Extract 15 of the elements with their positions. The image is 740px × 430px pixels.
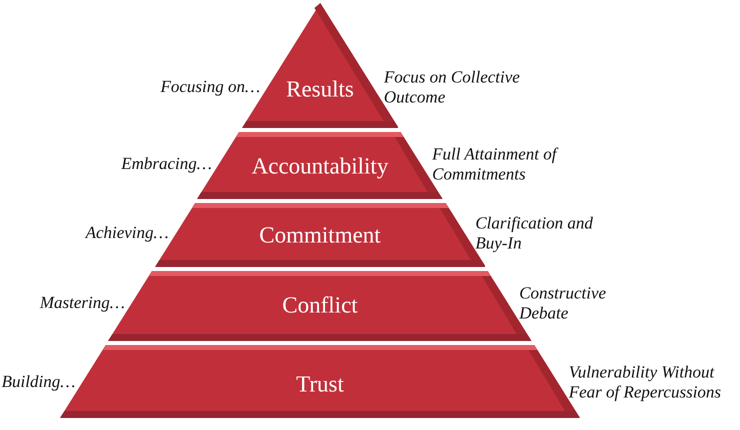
side-caption: Constructive Debate [519,283,608,323]
side-caption: Full Attainment of Commitments [432,144,560,184]
side-caption: Embracing… [121,154,212,174]
side-caption: Focusing on… [160,77,260,97]
side-caption: Vulnerability Without Fear of Repercussions [568,362,722,402]
tier-title: Conflict [282,292,358,318]
side-caption: Building… [2,372,76,392]
side-caption: Achieving… [86,223,169,243]
side-caption: Clarification and Buy-In [475,213,594,253]
tier-title: Trust [296,371,344,397]
tier-title: Accountability [252,153,388,179]
side-caption: Focus on Collective Outcome [384,67,521,107]
tier-title: Results [286,76,354,102]
tier-title: Commitment [259,222,381,248]
side-caption: Mastering… [40,293,125,313]
